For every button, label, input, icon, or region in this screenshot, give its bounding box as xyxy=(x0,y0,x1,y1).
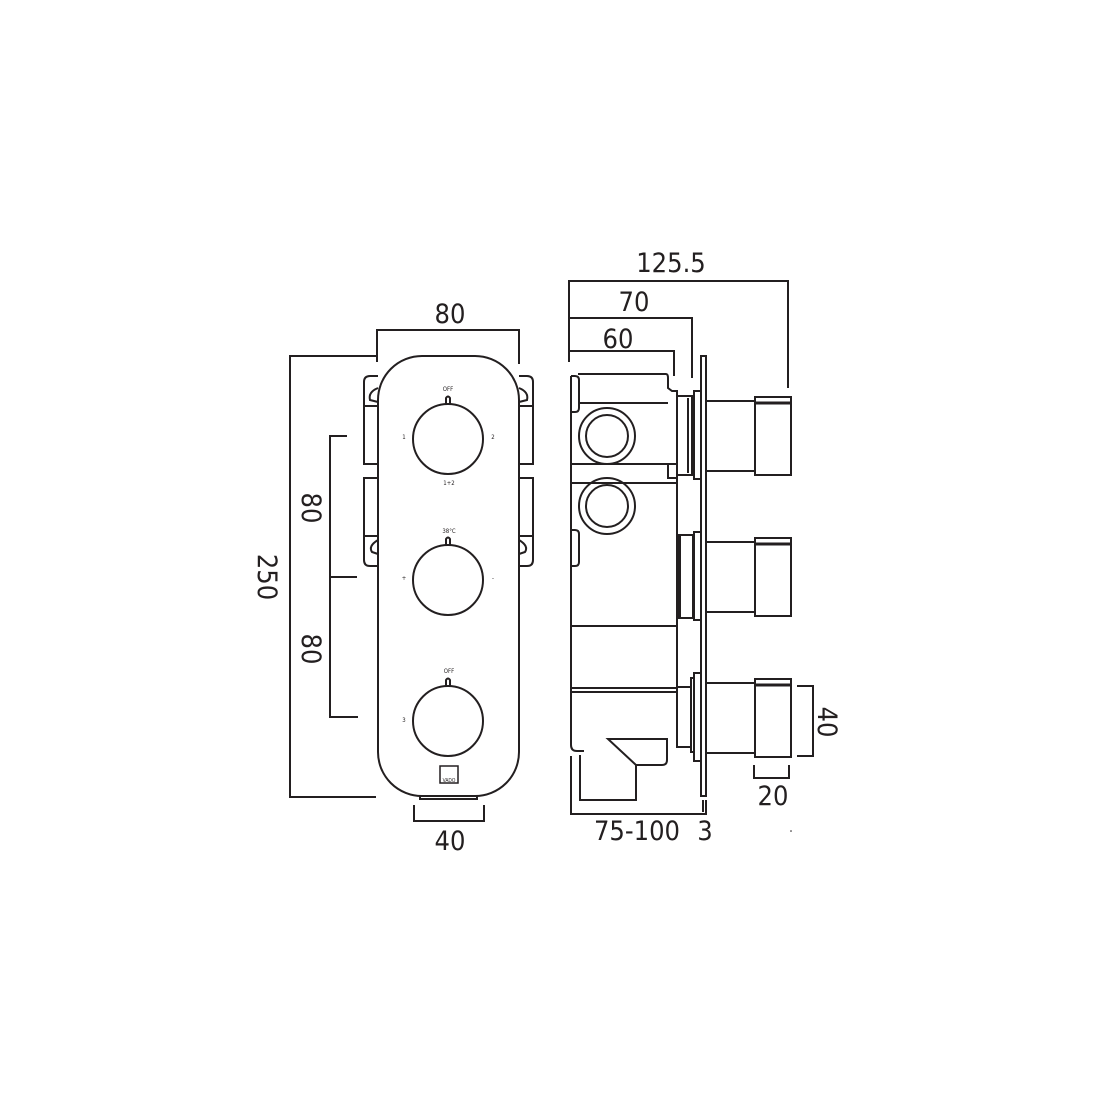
dim-spacing-bottom-label: 80 xyxy=(295,634,326,665)
bracket-right xyxy=(518,375,534,567)
svg-text:VADO: VADO xyxy=(443,778,456,784)
handle-2-thermostat[interactable]: 38°C + - xyxy=(402,528,494,616)
dim-overall-depth: 125.5 xyxy=(568,248,789,388)
dim-height-label: 250 xyxy=(251,554,282,600)
dim-body-depth-label: 60 xyxy=(603,324,634,355)
side-handle-1[interactable] xyxy=(706,396,792,476)
handle-1-left-label: 1 xyxy=(402,434,405,441)
faceplate xyxy=(377,355,520,797)
dim-wall-cavity-label: 75-100 xyxy=(594,816,680,847)
dim-base-label: 40 xyxy=(435,826,466,857)
collar-2 xyxy=(677,531,702,621)
dim-plate-thickness-label: 3 xyxy=(697,816,712,847)
dim-handle-depth-label: 20 xyxy=(758,781,789,812)
collar-3 xyxy=(676,672,702,762)
side-handle-2[interactable] xyxy=(706,537,792,617)
dim-depth-to-plate-label: 70 xyxy=(619,287,650,318)
dim-width: 80 xyxy=(376,299,520,364)
collar-1 xyxy=(676,390,702,480)
handle-3[interactable]: OFF 3 xyxy=(402,668,484,757)
handle-3-left-label: 3 xyxy=(402,717,405,724)
handle-1-top-label: OFF xyxy=(443,386,453,393)
dim-handle-spacing: 80 80 xyxy=(295,435,358,718)
handle-2-left-label: + xyxy=(402,575,407,582)
dim-spacing-top-label: 80 xyxy=(295,493,326,524)
inlet-top xyxy=(578,407,636,465)
handle-3-top-label: OFF xyxy=(444,668,454,675)
inlet-bottom xyxy=(578,477,636,535)
vado-logo: VADO xyxy=(439,765,459,784)
side-view: 125.5 70 60 75-100 3 40 20 xyxy=(568,248,842,847)
faceplate-bottom-tab xyxy=(419,795,478,800)
handle-1[interactable]: OFF 1 2 1+2 xyxy=(402,386,494,487)
handle-2-right-label: - xyxy=(492,575,494,582)
dim-body-depth: 60 xyxy=(569,324,675,376)
dim-depth-to-plate: 70 xyxy=(569,287,693,378)
dim-handle-depth: 20 xyxy=(753,765,790,812)
handle-1-bottom-label: 1+2 xyxy=(443,480,454,487)
dim-handle-diameter-label: 40 xyxy=(811,707,842,738)
dim-overall-depth-label: 125.5 xyxy=(636,248,706,279)
dim-width-label: 80 xyxy=(435,299,466,330)
handle-2-top-label: 38°C xyxy=(442,528,456,535)
dim-height: 250 xyxy=(251,355,376,798)
front-view: OFF 1 2 1+2 38°C + - OFF 3 VADO 80 xyxy=(251,299,534,857)
dim-wall-cavity: 75-100 3 xyxy=(570,756,713,847)
bracket-left xyxy=(363,375,379,567)
side-handle-3[interactable] xyxy=(706,678,792,758)
dim-handle-diameter: 40 xyxy=(797,685,842,757)
dim-base-width: 40 xyxy=(413,805,485,857)
handle-1-right-label: 2 xyxy=(491,434,494,441)
